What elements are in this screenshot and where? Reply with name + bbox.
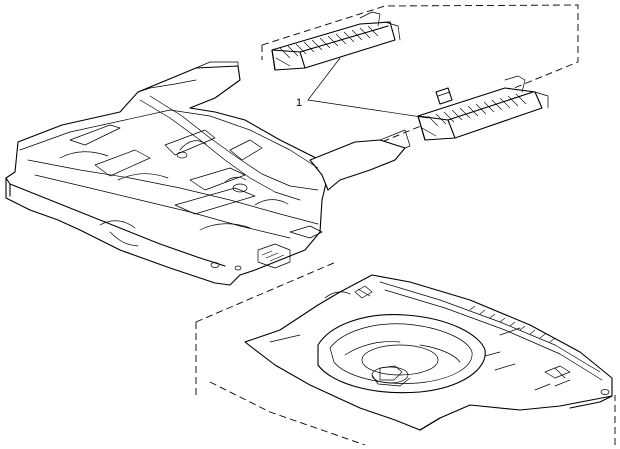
dashed-boundary-bottom [195, 261, 616, 446]
callout-1: 1 [296, 57, 429, 119]
crossmember-bracket-upper [271, 11, 401, 71]
rear-floor-panel [244, 274, 613, 431]
front-floor-panel [5, 61, 411, 286]
dashed-boundary-top [261, 4, 579, 153]
callout-label: 1 [296, 97, 302, 109]
small-clip-part [435, 87, 453, 105]
crossmember-bracket-lower [417, 75, 549, 141]
